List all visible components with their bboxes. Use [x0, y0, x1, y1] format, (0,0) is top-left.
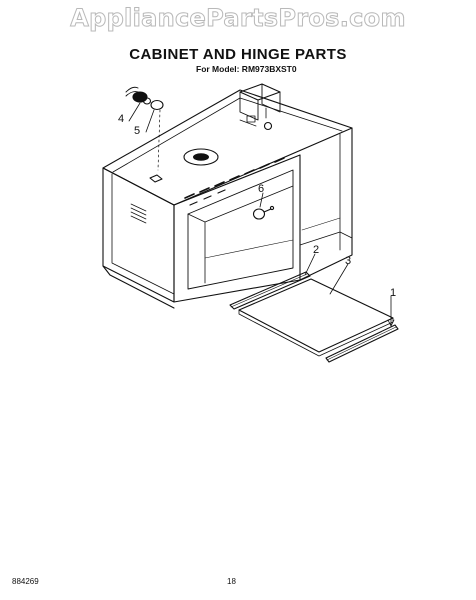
page-title: CABINET AND HINGE PARTS — [129, 46, 347, 63]
part-6-hinge-pin — [252, 205, 275, 220]
side-vent-grille — [130, 203, 147, 224]
watermark-logo: AppliancePartsPros.com — [70, 4, 406, 33]
part-4-bulb-socket — [125, 86, 152, 105]
callout-3: 3 — [345, 255, 351, 267]
part-2-front-strip — [229, 271, 311, 310]
callout-2: 2 — [313, 244, 319, 256]
front-frame — [173, 154, 301, 303]
top-square-opening — [149, 174, 163, 183]
part-3-tray-panel — [238, 278, 394, 357]
page-number: 18 — [227, 577, 236, 586]
part-1-rear-strip — [325, 324, 399, 363]
part-5-light-bulb — [150, 99, 164, 171]
callout-4: 4 — [118, 113, 124, 125]
callout-6: 6 — [258, 183, 264, 195]
model-subtitle: For Model: RM973BXST0 — [196, 64, 297, 74]
callout-5: 5 — [134, 125, 140, 137]
callout-1: 1 — [390, 287, 396, 299]
top-fan-cover — [183, 148, 219, 166]
rear-vent-block — [239, 83, 281, 131]
leader-lines — [128, 102, 395, 327]
document-number: 884269 — [12, 577, 39, 586]
cabinet-shell — [102, 89, 353, 309]
